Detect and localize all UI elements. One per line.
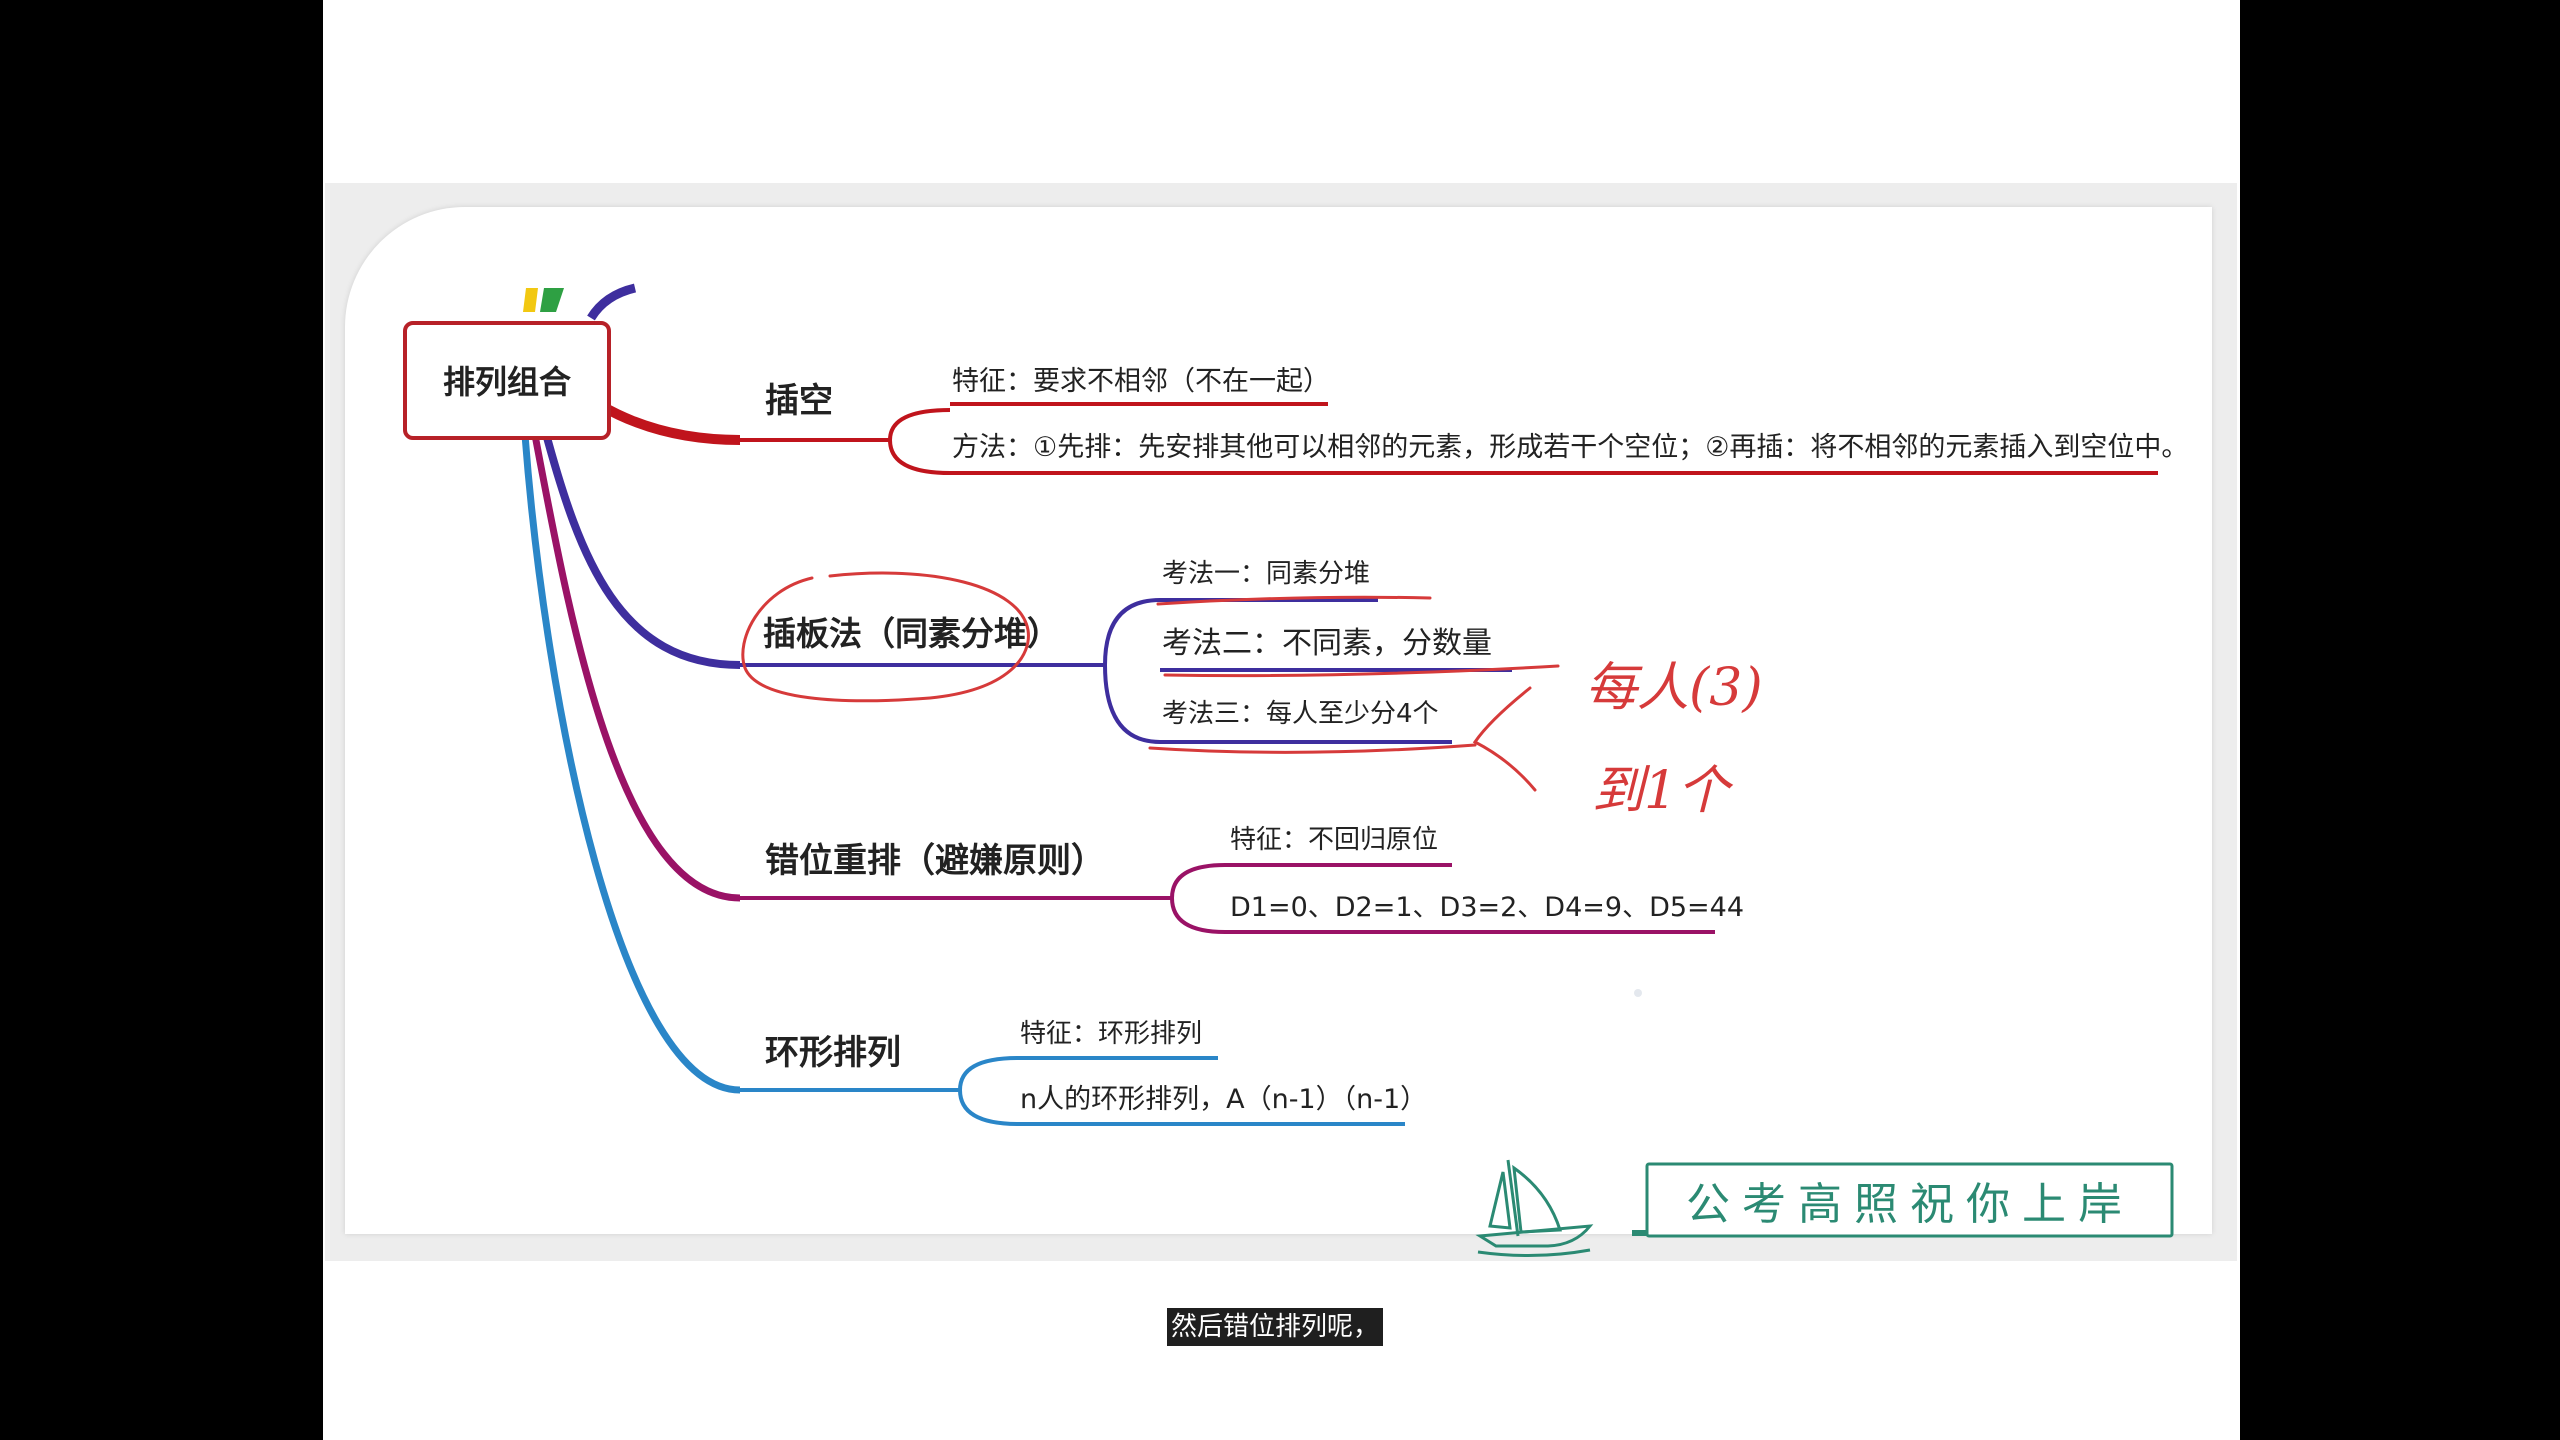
subtitle-caption: 然后错位排列呢， xyxy=(1167,1308,1384,1346)
underline-annotation xyxy=(1148,743,1477,754)
underline-annotation xyxy=(1163,664,1560,678)
decor-stub-green xyxy=(540,288,564,312)
leaf-text: 方法：①先排：先安排其他可以相邻的元素，形成若干个空位；②再插：将不相邻的元素插… xyxy=(952,432,2188,463)
stray-dot xyxy=(1634,989,1642,997)
leaf-text: n人的环形排列，A（n-1）（n-1） xyxy=(1020,1084,1427,1115)
arrow-annotation xyxy=(1472,686,1537,792)
branch-title: 环形排列 xyxy=(765,1033,901,1073)
branch-insert-gap[interactable]: 插空 特征：要求不相邻（不在一起） 方法：①先排：先安排其他可以相邻的元素，形成… xyxy=(740,366,2188,475)
root-node[interactable]: 排列组合 xyxy=(403,321,611,440)
leaf-text: 特征：要求不相邻（不在一起） xyxy=(952,366,1330,397)
root-node-label: 排列组合 xyxy=(443,363,571,401)
leaf-text: 考法三：每人至少分4个 xyxy=(1162,699,1439,729)
decor-stub-yellow xyxy=(523,288,538,312)
leaf-text: 考法二：不同素，分数量 xyxy=(1162,626,1492,661)
branch-title: 插空 xyxy=(765,381,833,421)
connector-divider xyxy=(541,428,741,669)
circle-annotation xyxy=(741,571,1030,703)
branch-title: 插板法（同素分堆） xyxy=(763,614,1060,653)
pen-annotations: 每人(3) 到1个 xyxy=(741,571,1763,821)
branch-title: 错位重排（避嫌原则） xyxy=(765,841,1105,881)
connector-derangement xyxy=(531,434,741,902)
branch-circular-permutation[interactable]: 环形排列 特征：环形排列 n人的环形排列，A（n-1）（n-1） xyxy=(740,1019,1427,1126)
connector-circular xyxy=(521,434,741,1094)
underline-annotation xyxy=(1156,595,1432,606)
branch-derangement[interactable]: 错位重排（避嫌原则） 特征：不回归原位 D1=0、D2=1、D3=2、D4=9、… xyxy=(740,825,1744,934)
connector-insert-gap xyxy=(597,400,741,445)
leaf-text: 考法一：同素分堆 xyxy=(1162,559,1370,589)
slide xyxy=(345,207,2212,1234)
branch-divider-method[interactable]: 插板法（同素分堆） 考法一：同素分堆 考法二：不同素，分数量 考法三：每人至少分… xyxy=(740,559,1512,744)
handwriting-line2: 到1个 xyxy=(1592,761,1734,821)
leaf-text: 特征：环形排列 xyxy=(1020,1019,1202,1049)
slogan-banner: 公考高照祝你上岸 xyxy=(1632,1162,2174,1238)
decor-stub-blue xyxy=(587,283,637,321)
leaf-text: 特征：不回归原位 xyxy=(1230,825,1438,855)
handwriting-line1: 每人(3) xyxy=(1585,658,1763,718)
sailboat-icon xyxy=(1475,1159,1594,1258)
leaf-text: D1=0、D2=1、D3=2、D4=9、D5=44 xyxy=(1230,892,1744,923)
slogan-text: 公考高照祝你上岸 xyxy=(1686,1179,2134,1230)
